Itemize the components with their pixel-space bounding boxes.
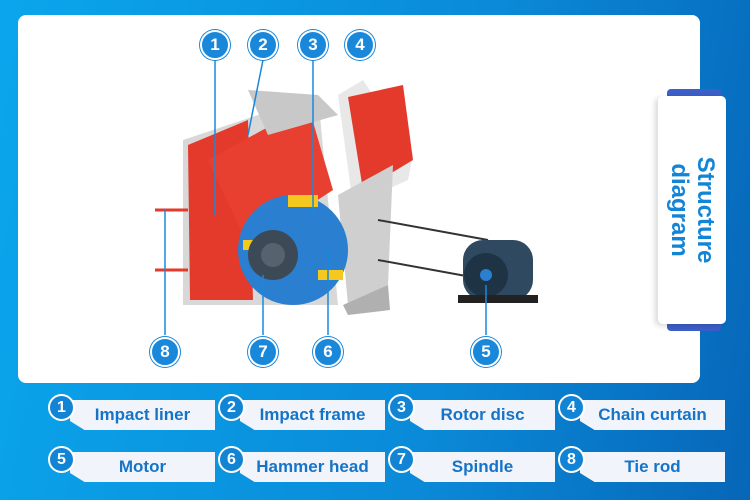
legend-number: 2 xyxy=(218,394,245,421)
leader-lines xyxy=(214,59,487,335)
legend-label: Tie rod xyxy=(580,452,725,482)
legend-number: 7 xyxy=(388,446,415,473)
legend-number: 4 xyxy=(558,394,585,421)
legend-label: Rotor disc xyxy=(410,400,555,430)
callout-5: 5 xyxy=(471,337,501,367)
callout-4: 4 xyxy=(345,30,375,60)
rotor xyxy=(238,195,348,305)
legend-number: 8 xyxy=(558,446,585,473)
callout-8: 8 xyxy=(150,337,180,367)
legend-label: Impact liner xyxy=(70,400,215,430)
title-tab: Structure diagram xyxy=(658,96,726,324)
callout-1: 1 xyxy=(200,30,230,60)
legend-number: 1 xyxy=(48,394,75,421)
tie-rods xyxy=(155,208,188,335)
callout-7: 7 xyxy=(248,337,278,367)
legend-label: Motor xyxy=(70,452,215,482)
diagram-title: Structure diagram xyxy=(666,156,719,264)
callout-3: 3 xyxy=(298,30,328,60)
legend-number: 3 xyxy=(388,394,415,421)
callout-2: 2 xyxy=(248,30,278,60)
legend-label: Spindle xyxy=(410,452,555,482)
legend-number: 5 xyxy=(48,446,75,473)
impact-crusher-illustration xyxy=(155,59,538,335)
legend-label: Chain curtain xyxy=(580,400,725,430)
callout-6: 6 xyxy=(313,337,343,367)
legend-number: 6 xyxy=(218,446,245,473)
legend-label: Impact frame xyxy=(240,400,385,430)
legend-label: Hammer head xyxy=(240,452,385,482)
motor xyxy=(458,240,538,303)
